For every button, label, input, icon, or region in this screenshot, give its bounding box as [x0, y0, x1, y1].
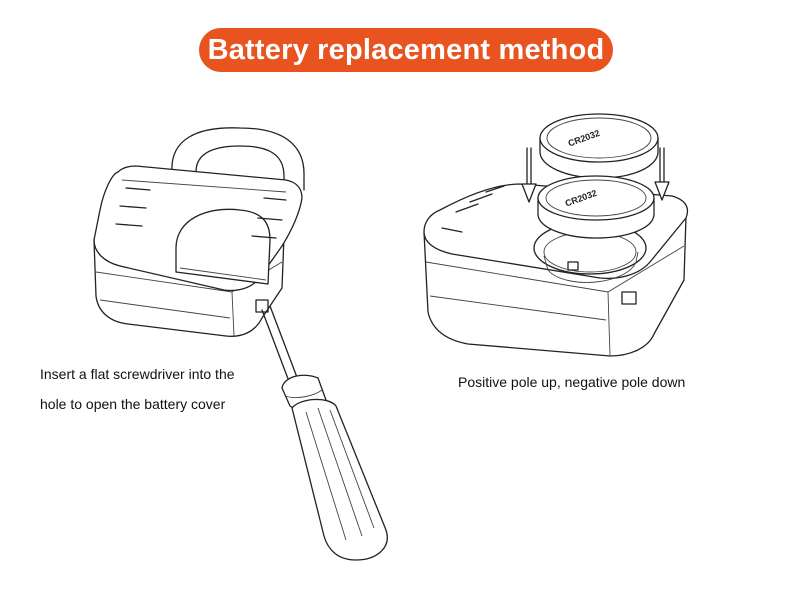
left-caption-line-1: Insert a flat screwdriver into the — [40, 366, 235, 382]
coin-battery-middle: CR2032 — [538, 176, 654, 238]
left-caption-line-2: hole to open the battery cover — [40, 396, 225, 412]
padlock-left-illustration — [94, 128, 304, 336]
screwdriver-illustration — [262, 306, 387, 560]
right-caption: Positive pole up, negative pole down — [458, 374, 685, 390]
coin-battery-top: CR2032 — [540, 114, 658, 178]
